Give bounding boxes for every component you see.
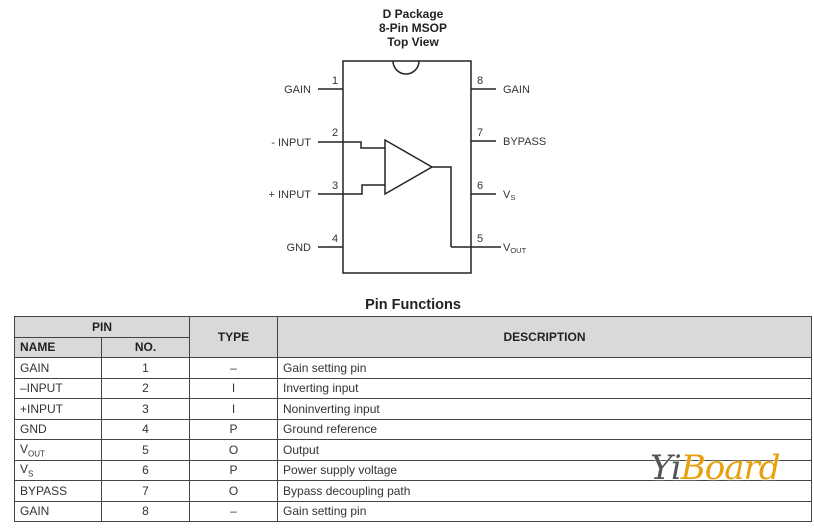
pin-label-3: + INPUT — [269, 189, 312, 201]
watermark-part-1: Yi — [650, 448, 682, 488]
pin-name-text: +INPUT — [20, 401, 64, 416]
pin-name-text: GAIN — [20, 360, 50, 375]
table-row: GAIN 1–Gain setting pin — [14, 357, 812, 379]
cell-description: Ground reference — [277, 418, 812, 440]
cell-pin-number: 6 — [100, 459, 191, 481]
header-no: NO. — [100, 336, 191, 358]
cell-pin-type: P — [189, 418, 279, 440]
cell-pin-number: 3 — [100, 398, 191, 420]
pin-functions-title: Pin Functions — [365, 297, 461, 313]
cell-pin-number: 5 — [100, 439, 191, 461]
pin-number-3: 3 — [332, 180, 338, 192]
chip-body — [342, 60, 472, 274]
header-pin: PIN — [13, 316, 191, 338]
cell-pin-number: 4 — [100, 418, 191, 440]
op-amp-symbol — [384, 138, 434, 196]
cell-description: Inverting input — [277, 377, 812, 399]
header-name: NAME — [14, 336, 102, 358]
header-type: TYPE — [189, 316, 279, 358]
cell-pin-number: 8 — [100, 500, 191, 522]
pin-number-4: 4 — [332, 233, 338, 245]
pin1-notch — [392, 60, 420, 75]
cell-pin-name: GAIN — [14, 500, 102, 522]
pin-number-2: 2 — [332, 127, 338, 139]
cell-pin-name: VS — [14, 459, 102, 481]
pin-name-text: V — [20, 441, 29, 456]
cell-pin-type: I — [189, 398, 279, 420]
pin-label-1: GAIN — [284, 84, 311, 96]
cell-description: Noninverting input — [277, 398, 812, 420]
cell-pin-type: I — [189, 377, 279, 399]
header-description: DESCRIPTION — [277, 316, 812, 358]
watermark-part-2: Board — [680, 448, 781, 488]
package-title-line-1: D Package — [382, 7, 444, 21]
pin-name-text: GAIN — [20, 504, 50, 519]
pin-name-text: –INPUT — [20, 381, 63, 396]
package-title-line-2: 8-Pin MSOP — [378, 21, 447, 35]
cell-pin-number: 2 — [100, 377, 191, 399]
pin-label-2: - INPUT — [271, 137, 311, 149]
pin-number-5: 5 — [477, 233, 483, 245]
pin-label-5: VOUT — [503, 242, 527, 255]
pin-label-7: BYPASS — [503, 136, 546, 148]
cell-pin-name: GND — [14, 418, 102, 440]
pin-number-1: 1 — [332, 75, 338, 87]
cell-pin-number: 1 — [100, 357, 191, 379]
wire-inverting — [343, 141, 385, 149]
pin-name-subscript: OUT — [28, 448, 45, 458]
cell-description: Bypass decoupling path — [277, 480, 812, 502]
cell-pin-name: BYPASS — [14, 480, 102, 502]
package-title: D Package 8-Pin MSOP Top View — [0, 7, 814, 49]
package-title-line-3: Top View — [387, 35, 439, 49]
cell-description: Gain setting pin — [277, 500, 812, 522]
wire-output — [432, 166, 452, 247]
pin-label-8: GAIN — [503, 84, 530, 96]
wire-noninverting — [343, 184, 385, 195]
pin-name-text: GND — [20, 422, 47, 437]
pin-label-4: GND — [287, 242, 312, 254]
table-row: GAIN 8–Gain setting pin — [14, 500, 812, 522]
pin-name-text: V — [20, 462, 29, 477]
cell-pin-type: O — [189, 480, 279, 502]
pin-number-8: 8 — [477, 75, 483, 87]
cell-pin-type: – — [189, 500, 279, 522]
cell-pin-name: +INPUT — [14, 398, 102, 420]
cell-pin-type: O — [189, 439, 279, 461]
cell-pin-name: –INPUT — [14, 377, 102, 399]
pin-number-6: 6 — [477, 180, 483, 192]
pin-name-text: BYPASS — [20, 483, 68, 498]
cell-pin-name: GAIN — [14, 357, 102, 379]
cell-description: Gain setting pin — [277, 357, 812, 379]
pin-label-6: VS — [503, 189, 515, 202]
pinout-diagram: 1 2 3 4 8 7 6 5 GAIN - INPUT + INPUT GND… — [269, 60, 546, 274]
yiboard-watermark-logo: YiBoard — [650, 448, 781, 488]
pin-number-7: 7 — [477, 127, 483, 139]
cell-pin-name: VOUT — [14, 439, 102, 461]
cell-pin-number: 7 — [100, 480, 191, 502]
pin-name-subscript: S — [28, 469, 34, 479]
cell-pin-type: – — [189, 357, 279, 379]
cell-pin-type: P — [189, 459, 279, 481]
